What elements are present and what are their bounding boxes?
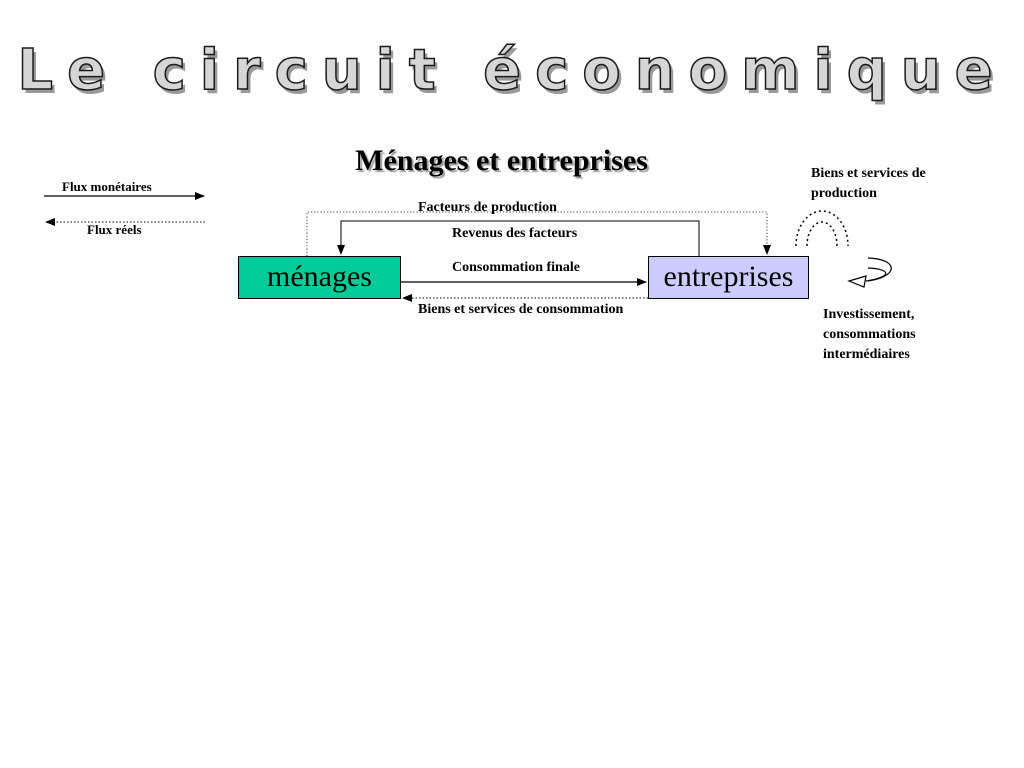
firms-node: entreprises (648, 256, 809, 299)
flow-label-factors-of-production: Facteurs de production (418, 200, 557, 215)
investment-label: Investissement, consommations intermédia… (823, 307, 916, 362)
production-goods-loop-icon (795, 210, 849, 247)
flow-factor-income (337, 220, 700, 256)
flow-label-consumer-goods: Biens et services de consommation (418, 302, 624, 317)
page-title: Le circuit économique (17, 37, 1007, 104)
production-goods-label: Biens et services de production (811, 166, 926, 201)
flow-factors-of-production (306, 211, 771, 256)
investment-curved-arrow-icon (847, 257, 892, 288)
diagram-subtitle: Ménages et entreprises (355, 144, 648, 177)
households-node: ménages (238, 256, 401, 299)
flow-label-final-consumption: Consommation finale (452, 260, 580, 275)
legend-real-label: Flux réels (87, 222, 142, 237)
flow-label-factor-income: Revenus des facteurs (452, 226, 578, 241)
legend-monetary-label: Flux monétaires (62, 179, 152, 194)
